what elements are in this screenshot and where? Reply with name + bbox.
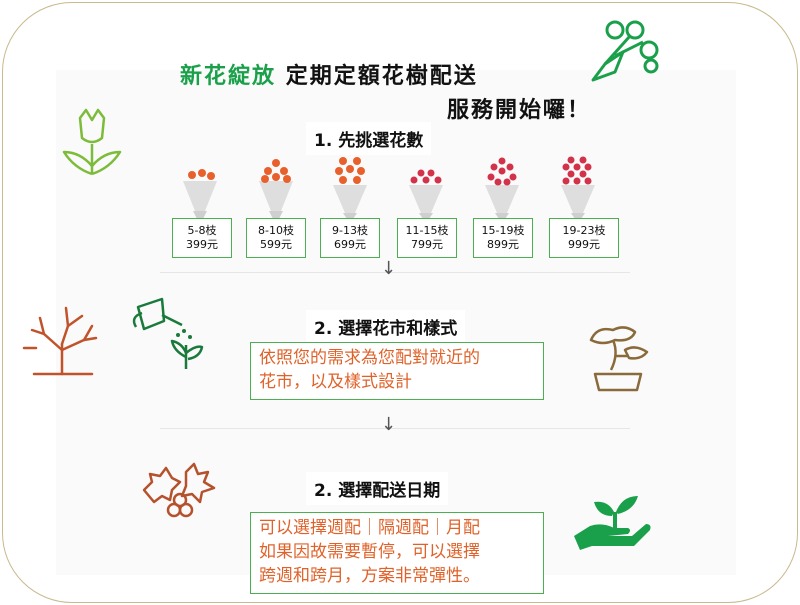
bouquet-icon xyxy=(591,20,659,82)
bouquet-icon xyxy=(553,155,603,221)
arrow-down-icon: ↓ xyxy=(381,258,397,279)
price-option[interactable]: 9-13枝 699元 xyxy=(320,218,380,258)
step1-heading: 1. 先挑選花數 xyxy=(306,122,432,155)
plant-hand-icon xyxy=(574,496,651,550)
step2-heading: 2. 選擇花市和樣式 xyxy=(306,310,466,343)
step3-desc-line: 如果因故需要暫停，可以選擇 xyxy=(259,542,480,562)
price-option[interactable]: 19-23枝 999元 xyxy=(549,218,619,258)
step3-desc-line: 可以選擇週配｜隔週配｜月配 xyxy=(259,518,480,538)
arrow-down-icon: ↓ xyxy=(381,414,397,435)
watering-can-icon xyxy=(132,297,204,369)
step3-description: 可以選擇週配｜隔週配｜月配 如果因故需要暫停，可以選擇 跨週和跨月，方案非常彈性… xyxy=(250,512,544,594)
bouquet-icon xyxy=(477,155,527,221)
bouquet-row xyxy=(165,155,625,225)
tree-branch-icon xyxy=(22,306,98,376)
stem-count: 5-8枝 xyxy=(187,224,217,237)
price: 399元 xyxy=(186,238,218,251)
stem-count: 15-19枝 xyxy=(481,224,525,237)
price: 599元 xyxy=(260,238,292,251)
stem-count: 19-23枝 xyxy=(562,224,606,237)
stem-count: 9-13枝 xyxy=(332,224,368,237)
bouquet-icon xyxy=(175,155,225,221)
holly-icon xyxy=(142,462,216,518)
price-option[interactable]: 5-8枝 399元 xyxy=(172,218,232,258)
step2-desc-line: 依照您的需求為您配對就近的 xyxy=(259,348,480,368)
stem-count: 8-10枝 xyxy=(258,224,294,237)
price: 699元 xyxy=(334,238,366,251)
tulip-icon xyxy=(62,108,122,176)
headline-line-1: 新花綻放 定期定額花樹配送 xyxy=(180,58,478,90)
bonsai-icon xyxy=(589,326,649,392)
headline-main: 定期定額花樹配送 xyxy=(285,64,478,89)
bouquet-icon xyxy=(251,155,301,221)
divider xyxy=(160,428,630,429)
price-option[interactable]: 11-15枝 799元 xyxy=(397,218,457,258)
step2-description: 依照您的需求為您配對就近的 花市，以及樣式設計 xyxy=(250,342,544,400)
price-option[interactable]: 8-10枝 599元 xyxy=(246,218,306,258)
step2-desc-line: 花市，以及樣式設計 xyxy=(259,372,412,392)
price-option[interactable]: 15-19枝 899元 xyxy=(473,218,533,258)
divider xyxy=(160,272,630,273)
bouquet-icon xyxy=(325,155,375,221)
headline-accent: 新花綻放 xyxy=(180,64,277,89)
price: 799元 xyxy=(411,238,443,251)
price: 999元 xyxy=(568,238,600,251)
price: 899元 xyxy=(487,238,519,251)
bouquet-icon xyxy=(401,155,451,221)
stem-count: 11-15枝 xyxy=(405,224,449,237)
headline-line-2: 服務開始囉！ xyxy=(447,98,592,123)
step3-heading: 2. 選擇配送日期 xyxy=(306,472,449,505)
step3-desc-line: 跨週和跨月，方案非常彈性。 xyxy=(259,566,480,586)
